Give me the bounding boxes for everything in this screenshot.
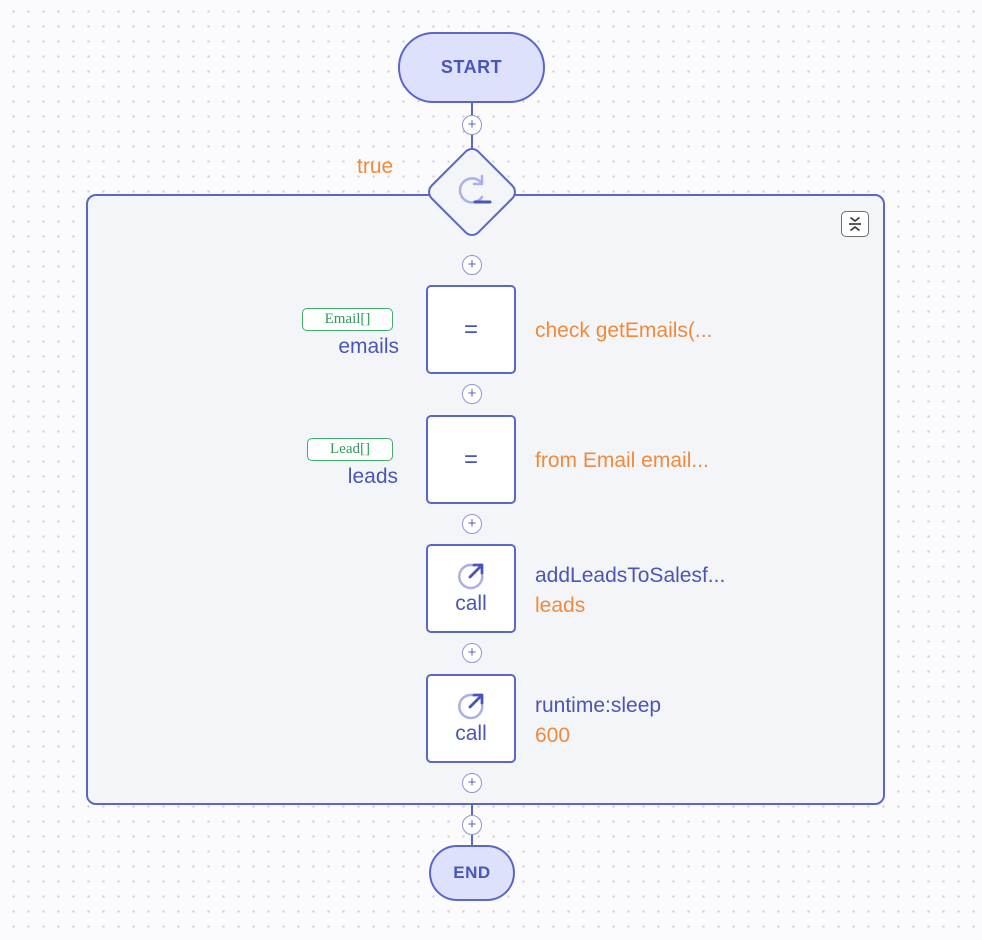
variable-name: leads	[347, 465, 398, 488]
assign-node[interactable]: =	[426, 285, 516, 374]
call-icon	[458, 693, 484, 720]
assign-symbol: =	[463, 446, 478, 473]
end-label: END	[453, 863, 491, 882]
type-badge: Email[]	[302, 308, 393, 331]
add-node-button[interactable]: +	[462, 643, 482, 663]
loop-icon	[458, 174, 492, 204]
start-label: START	[440, 57, 503, 77]
expression-text: check getEmails(...	[535, 319, 713, 342]
add-node-button[interactable]: +	[462, 514, 482, 534]
assign-symbol: =	[463, 316, 478, 343]
add-node-button[interactable]: +	[462, 255, 482, 275]
call-node[interactable]: call	[426, 544, 516, 633]
type-badge: Lead[]	[307, 438, 393, 461]
add-node-button[interactable]: +	[462, 384, 482, 404]
function-name: runtime:sleep	[535, 694, 662, 717]
call-label: call	[455, 722, 487, 745]
call-icon	[458, 563, 484, 590]
collapse-icon	[848, 216, 861, 231]
loop-condition: true	[357, 155, 394, 178]
add-node-button[interactable]: +	[462, 815, 482, 835]
function-argument: leads	[535, 594, 586, 617]
variable-name: emails	[338, 335, 399, 358]
add-node-button[interactable]: +	[462, 115, 482, 135]
function-name: addLeadsToSalesf...	[535, 564, 726, 587]
assign-node[interactable]: =	[426, 415, 516, 504]
collapse-loop-button[interactable]	[841, 211, 869, 237]
call-label: call	[455, 592, 487, 615]
end-node[interactable]: END	[429, 845, 515, 901]
expression-text: from Email email...	[535, 449, 709, 472]
add-node-button[interactable]: +	[462, 773, 482, 793]
call-node[interactable]: call	[426, 674, 516, 763]
start-node[interactable]: START	[398, 32, 545, 103]
function-argument: 600	[535, 724, 571, 747]
